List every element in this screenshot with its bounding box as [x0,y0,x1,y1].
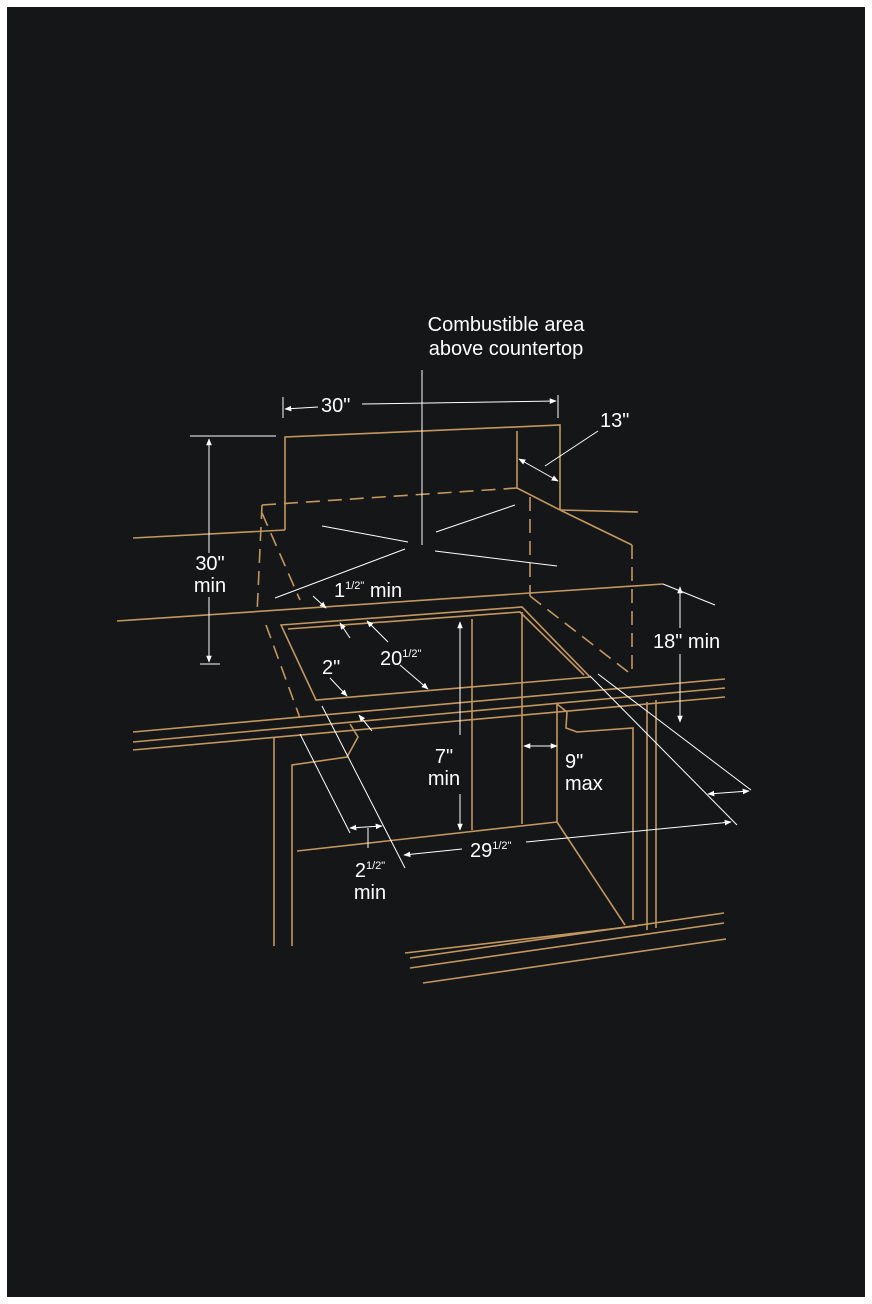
combustible-area-title: Combustible area above countertop [396,313,616,361]
side-max-label: 9" max [565,751,603,795]
below-depth-suffix: min [427,768,461,790]
title-line-1: Combustible area [427,314,585,336]
front-min-label: 21/2" min [340,860,400,904]
cutout-depth-fraction: 1/2" [402,648,422,660]
side-max-suffix: max [565,773,603,795]
side-clearance-label: 11/2" min [334,580,402,602]
front-min-fraction: 1/2" [365,860,386,872]
title-line-2: above countertop [428,338,584,360]
below-depth-label: 7" min [416,746,472,790]
hidden-lines [256,487,633,719]
side-clearance-main: 1 [334,580,346,602]
cutout-depth-label: 201/2" [380,648,421,670]
dimension-lines [190,370,752,869]
cutout-width-fraction: 1/2" [492,840,512,852]
depth-top-label: 13" [600,410,630,432]
height-left-label: 30" min [180,553,240,597]
height-left-suffix: min [193,575,227,597]
cutout-width-label: 291/2" [470,840,511,862]
cutout-width-main: 29 [470,840,493,862]
width-top-label: 30" [321,395,351,417]
height-left-value: 30" [195,553,225,575]
front-min-main: 2 [354,860,366,882]
side-clearance-fraction: 1/2" [345,580,365,592]
front-edge-label: 2" [322,657,341,679]
cabinet-outline [116,424,727,984]
below-depth-value: 7" [434,746,454,768]
side-clearance-suffix: min [369,580,403,602]
rear-clearance-label: 18" min [653,631,721,653]
front-min-suffix: min [353,882,387,904]
cutout-depth-main: 20 [380,648,403,670]
diagram-frame [7,7,865,1297]
side-max-value: 9" [565,751,584,773]
